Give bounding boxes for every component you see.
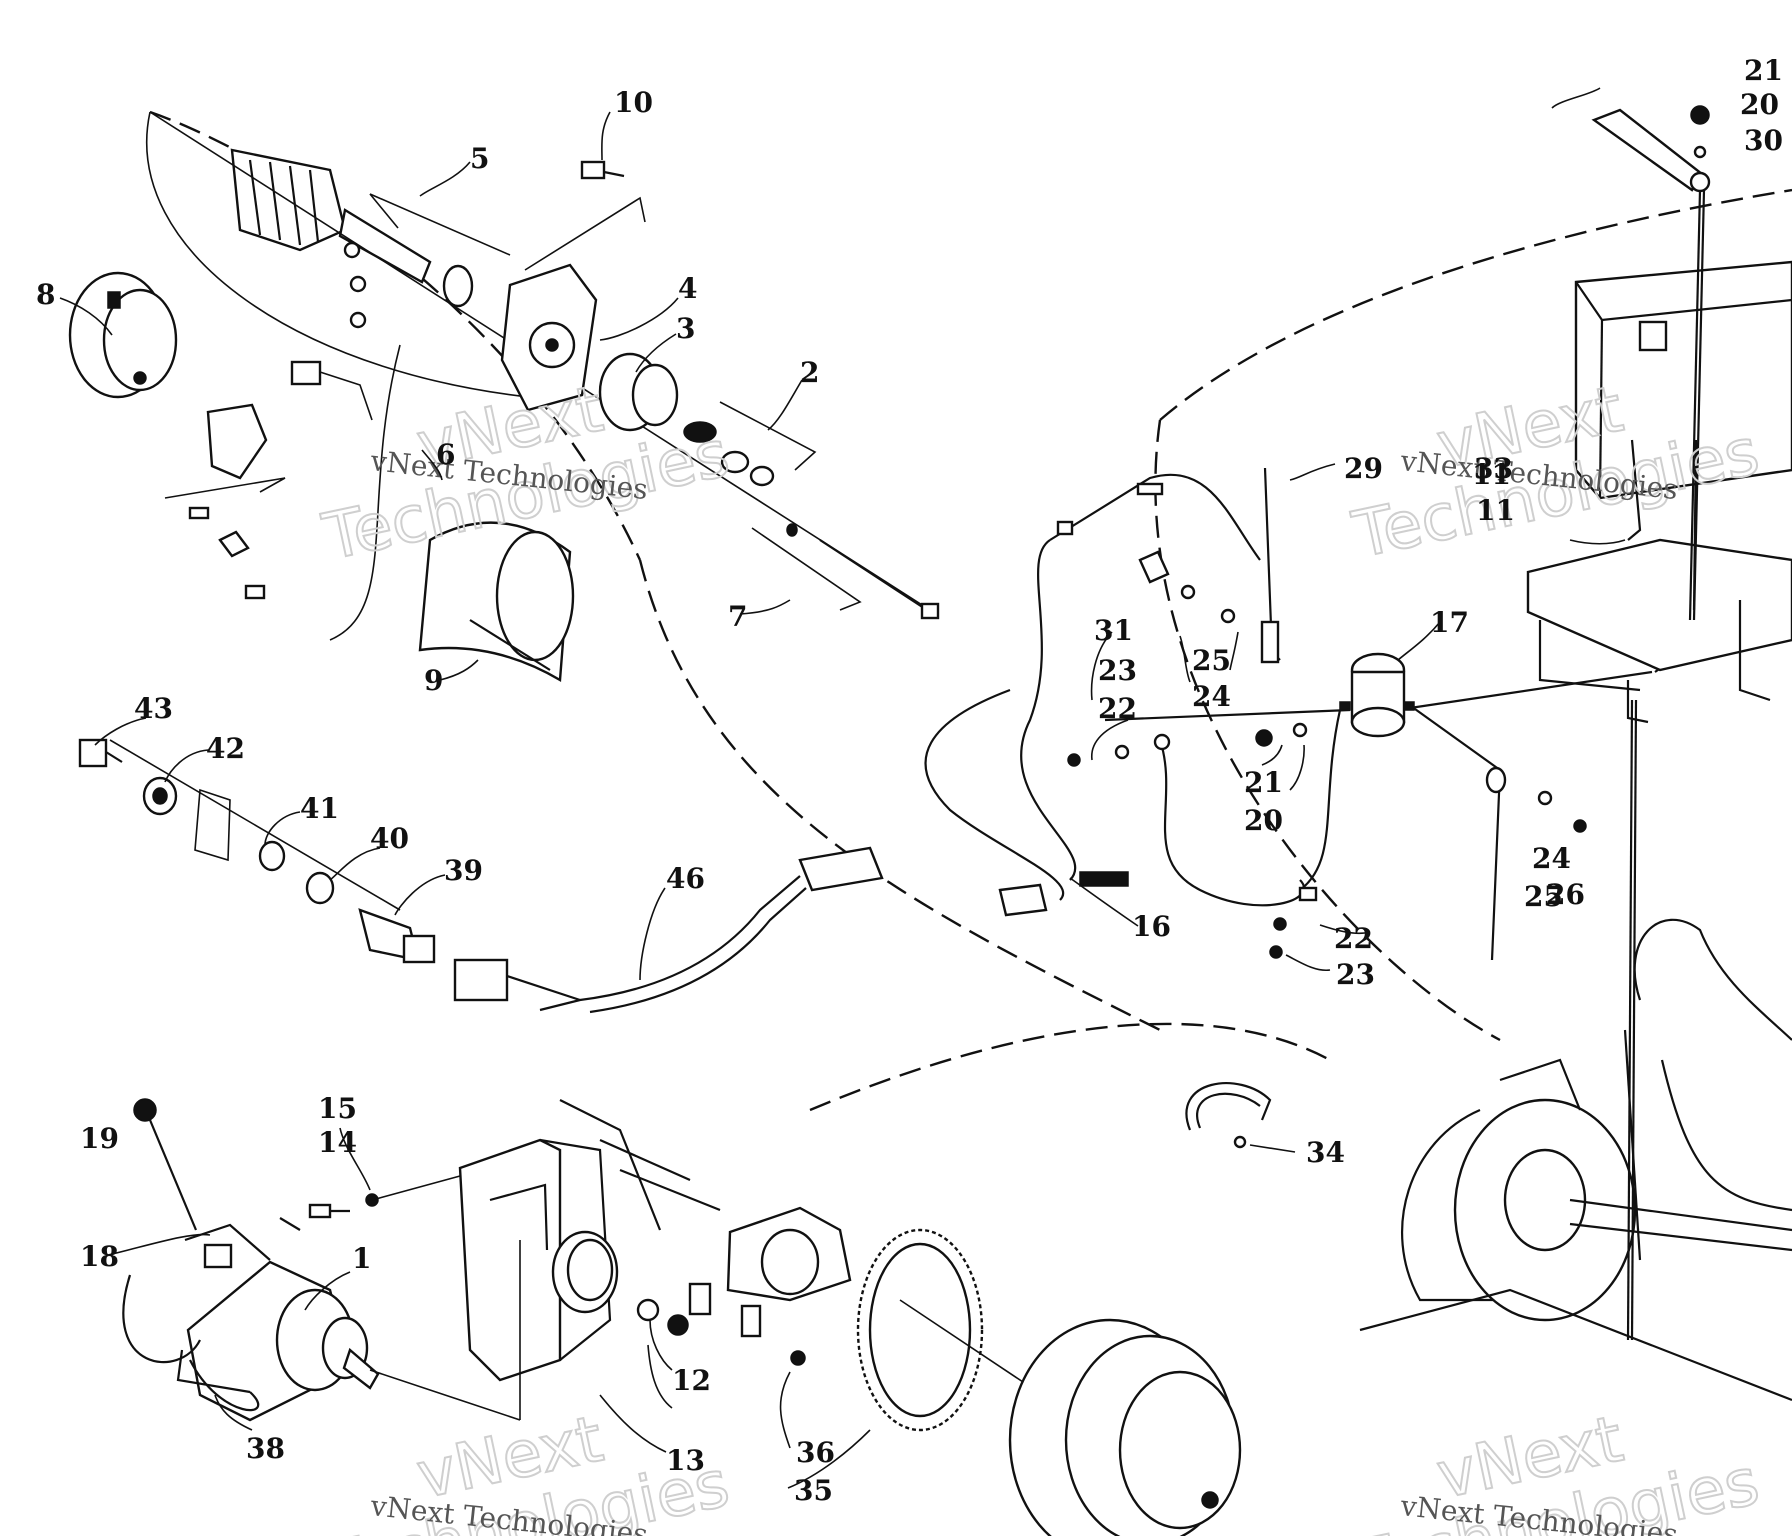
callout-label: 18: [80, 1240, 119, 1273]
callout-label: 6: [436, 438, 455, 471]
callout-labels: 1 2 3 4 5 6 7 8 9 10 11 11 12 13 14 15 1…: [36, 54, 1783, 1507]
callout-label: 25: [1192, 644, 1231, 677]
callout-label: 24: [1532, 842, 1571, 875]
harness-43: [453, 846, 884, 1014]
callout-label: 25: [1524, 880, 1563, 913]
callout-label: 20: [1740, 88, 1779, 121]
callout-label: 1: [352, 1242, 371, 1275]
callout-label: 31: [1094, 614, 1133, 647]
wires-center: [924, 467, 1701, 961]
callout-label: 7: [728, 600, 747, 633]
callout-label: 10: [614, 86, 653, 119]
screw-10: [580, 160, 625, 180]
spring-2: [683, 421, 775, 487]
clamp-33: [1185, 1082, 1272, 1149]
callout-label: 21: [1744, 54, 1783, 87]
callout-label: 34: [1306, 1136, 1345, 1169]
callout-label: 23: [1336, 958, 1375, 991]
callout-label: 11: [1476, 494, 1515, 527]
flywheel: [1008, 1318, 1242, 1536]
hold-down-strap: [1591, 105, 1711, 621]
callout-label: 35: [794, 1474, 833, 1507]
callout-label: 5: [470, 142, 489, 175]
nut-19: [133, 1098, 198, 1231]
callout-label: 39: [444, 854, 483, 887]
callout-label: 12: [672, 1364, 711, 1397]
callout-label: 30: [1744, 124, 1783, 157]
battery-tray: [1526, 538, 1792, 724]
pinion-3: [598, 352, 679, 432]
callout-label: 15: [318, 1092, 357, 1125]
group-brackets: [164, 193, 862, 611]
callout-label: 42: [206, 732, 245, 765]
callout-label: 11: [1472, 458, 1511, 491]
callout-label: 26: [1546, 878, 1585, 911]
callout-label: 22: [1334, 922, 1373, 955]
callout-label: 16: [1132, 910, 1171, 943]
callout-label: 4: [678, 272, 697, 305]
callout-label: 23: [1098, 654, 1137, 687]
callout-label: 2: [800, 356, 819, 389]
thru-bolt-7: [786, 523, 940, 620]
callout-label: 33: [1474, 452, 1513, 485]
callout-label: 22: [1098, 692, 1137, 725]
small-screws: [188, 506, 266, 600]
callout-label: 9: [424, 664, 443, 697]
callout-label: 43: [134, 692, 173, 725]
mount-bracket-13: [369, 1138, 619, 1421]
engine-outline: [1359, 699, 1792, 1402]
drive-end-4: [500, 263, 598, 412]
ignition-switch-parts: [78, 738, 436, 964]
callout-label: 19: [80, 1122, 119, 1155]
housing-9: [418, 521, 575, 683]
solenoid-17: [1339, 652, 1415, 738]
starter-motor-1: [122, 1217, 380, 1422]
engine-housing: [559, 1099, 852, 1338]
leader-lines: [59, 87, 1626, 1489]
ring-gear-34: [790, 1228, 1081, 1432]
washer-nut-12-46: [636, 1298, 689, 1336]
callout-label: 21: [1244, 766, 1283, 799]
callout-label: 38: [246, 1432, 285, 1465]
callout-label: 29: [1344, 452, 1383, 485]
callout-label: 41: [300, 792, 339, 825]
callout-label: 20: [1244, 804, 1283, 837]
callout-label: 36: [796, 1436, 835, 1469]
callout-label: 17: [1430, 606, 1469, 639]
callout-label: 46: [666, 862, 705, 895]
callout-label: 24: [1192, 680, 1231, 713]
screws-14-15: [308, 1175, 461, 1219]
wire-6: [329, 344, 401, 641]
callout-label: 8: [36, 278, 55, 311]
callout-label: 40: [370, 822, 409, 855]
callout-label: 14: [318, 1126, 357, 1159]
end-cap-8: [68, 271, 178, 399]
callout-label: 13: [666, 1444, 705, 1477]
terminals-center: [998, 482, 1587, 959]
boundary-lines: [145, 110, 1792, 1112]
callout-label: 3: [676, 312, 695, 345]
brush-holder: [206, 241, 373, 480]
